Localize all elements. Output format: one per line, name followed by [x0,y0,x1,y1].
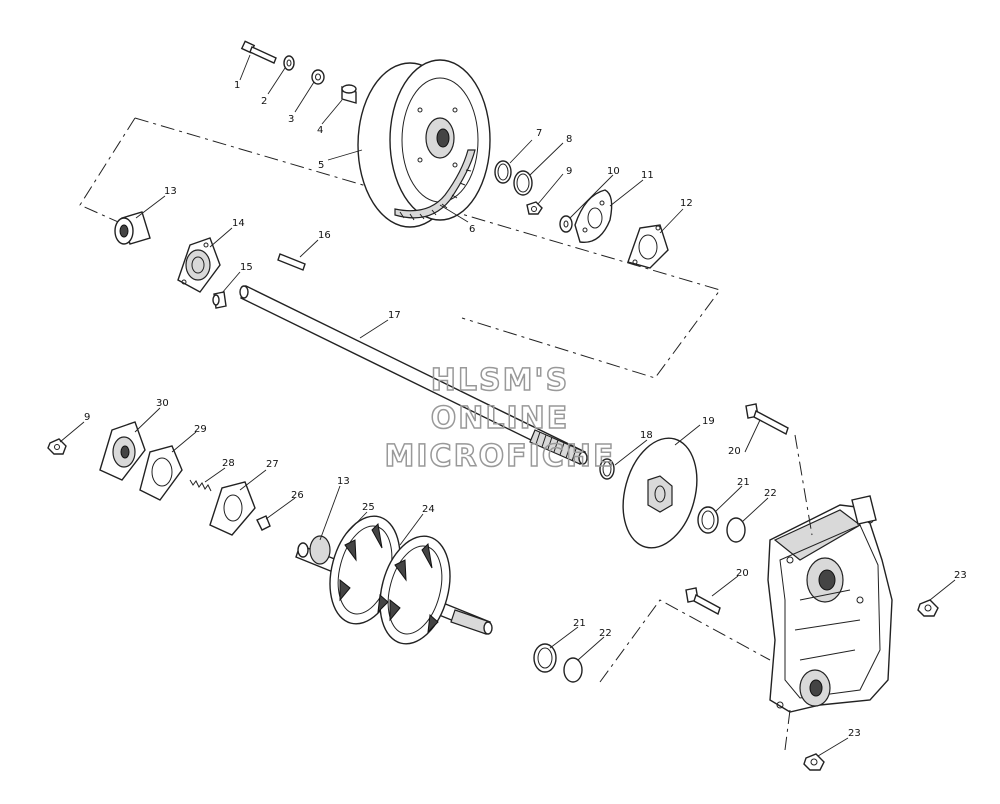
callout-6: 6 [469,224,475,235]
callout-5: 5 [318,160,324,171]
callout-19: 19 [702,416,715,427]
part-spacer-4 [341,84,357,104]
part-bushing-21-lower [533,643,557,673]
callout-13-lower: 13 [337,476,350,487]
callout-7: 7 [536,128,542,139]
callout-3: 3 [288,114,294,125]
part-bearing-13-upper [114,211,151,245]
callout-23-upper: 23 [954,570,967,581]
watermark-line-2: ONLINE [431,401,570,436]
part-brake-disc-19 [622,437,698,549]
callout-30: 30 [156,398,169,409]
watermark-line-1: HLSM'S [431,363,569,398]
leader-lines [59,54,956,757]
part-nut-23-lower [803,753,825,771]
callout-21-lower: 21 [573,618,586,629]
part-pulley-5 [357,59,491,228]
part-bushing-21-upper [697,506,719,534]
part-chaincase-housing [767,495,893,713]
part-circlip-18 [599,458,615,480]
callout-20-lower: 20 [736,568,749,579]
part-flange-12 [627,224,669,269]
callout-17: 17 [388,310,401,321]
part-seal-22-lower [563,657,583,683]
callout-10: 10 [607,166,620,177]
callout-4: 4 [317,125,323,136]
chain-path-lower [599,434,813,751]
part-spring-28 [189,479,212,492]
callout-labels: 1 2 3 4 5 6 7 8 9 10 11 12 13 14 15 16 1… [84,80,967,739]
callout-18: 18 [640,430,653,441]
part-plate-11 [574,189,613,244]
callout-13-upper: 13 [164,186,177,197]
part-flange-30 [99,421,146,481]
part-flange-14 [177,237,221,293]
part-washer-10 [559,215,573,233]
part-nut-9-upper [526,201,543,215]
callout-22-upper: 22 [764,488,777,499]
callout-12: 12 [680,198,693,209]
watermark: HLSM'S ONLINE MICROFICHE [384,362,616,475]
part-washer-3 [311,69,325,85]
callout-11: 11 [641,170,654,181]
part-nut-9-lower [47,438,67,455]
part-bolt-1 [240,40,277,64]
callout-2: 2 [261,96,267,107]
part-key-16 [277,253,306,271]
part-gasket-29 [139,445,183,501]
part-bolt-26 [256,515,271,531]
part-washer-2 [283,55,295,71]
watermark-line-3: MICROFICHE [385,439,616,474]
callout-20-upper: 20 [728,446,741,457]
callout-21-upper: 21 [737,477,750,488]
callout-25: 25 [362,502,375,513]
callout-23-lower: 23 [848,728,861,739]
callout-14: 14 [232,218,245,229]
part-bolt-20-lower [685,587,721,616]
callout-1: 1 [234,80,240,91]
part-bolt-15 [212,291,227,309]
part-bolt-20-upper [745,403,789,436]
part-drive-shaft-24 [295,515,493,645]
callout-27: 27 [266,459,279,470]
part-flange-27 [209,481,256,536]
callout-24: 24 [422,504,435,515]
part-chain-6 [394,149,476,221]
callout-15: 15 [240,262,253,273]
callout-8: 8 [566,134,572,145]
part-nut-23-upper [917,599,939,617]
callout-22-lower: 22 [599,628,612,639]
part-seal-22-upper [726,517,746,543]
callout-16: 16 [318,230,331,241]
callout-29: 29 [194,424,207,435]
callout-9-lower: 9 [84,412,90,423]
callout-28: 28 [222,458,235,469]
callout-26: 26 [291,490,304,501]
callout-9-upper: 9 [566,166,572,177]
part-shaft-17 [239,285,588,465]
